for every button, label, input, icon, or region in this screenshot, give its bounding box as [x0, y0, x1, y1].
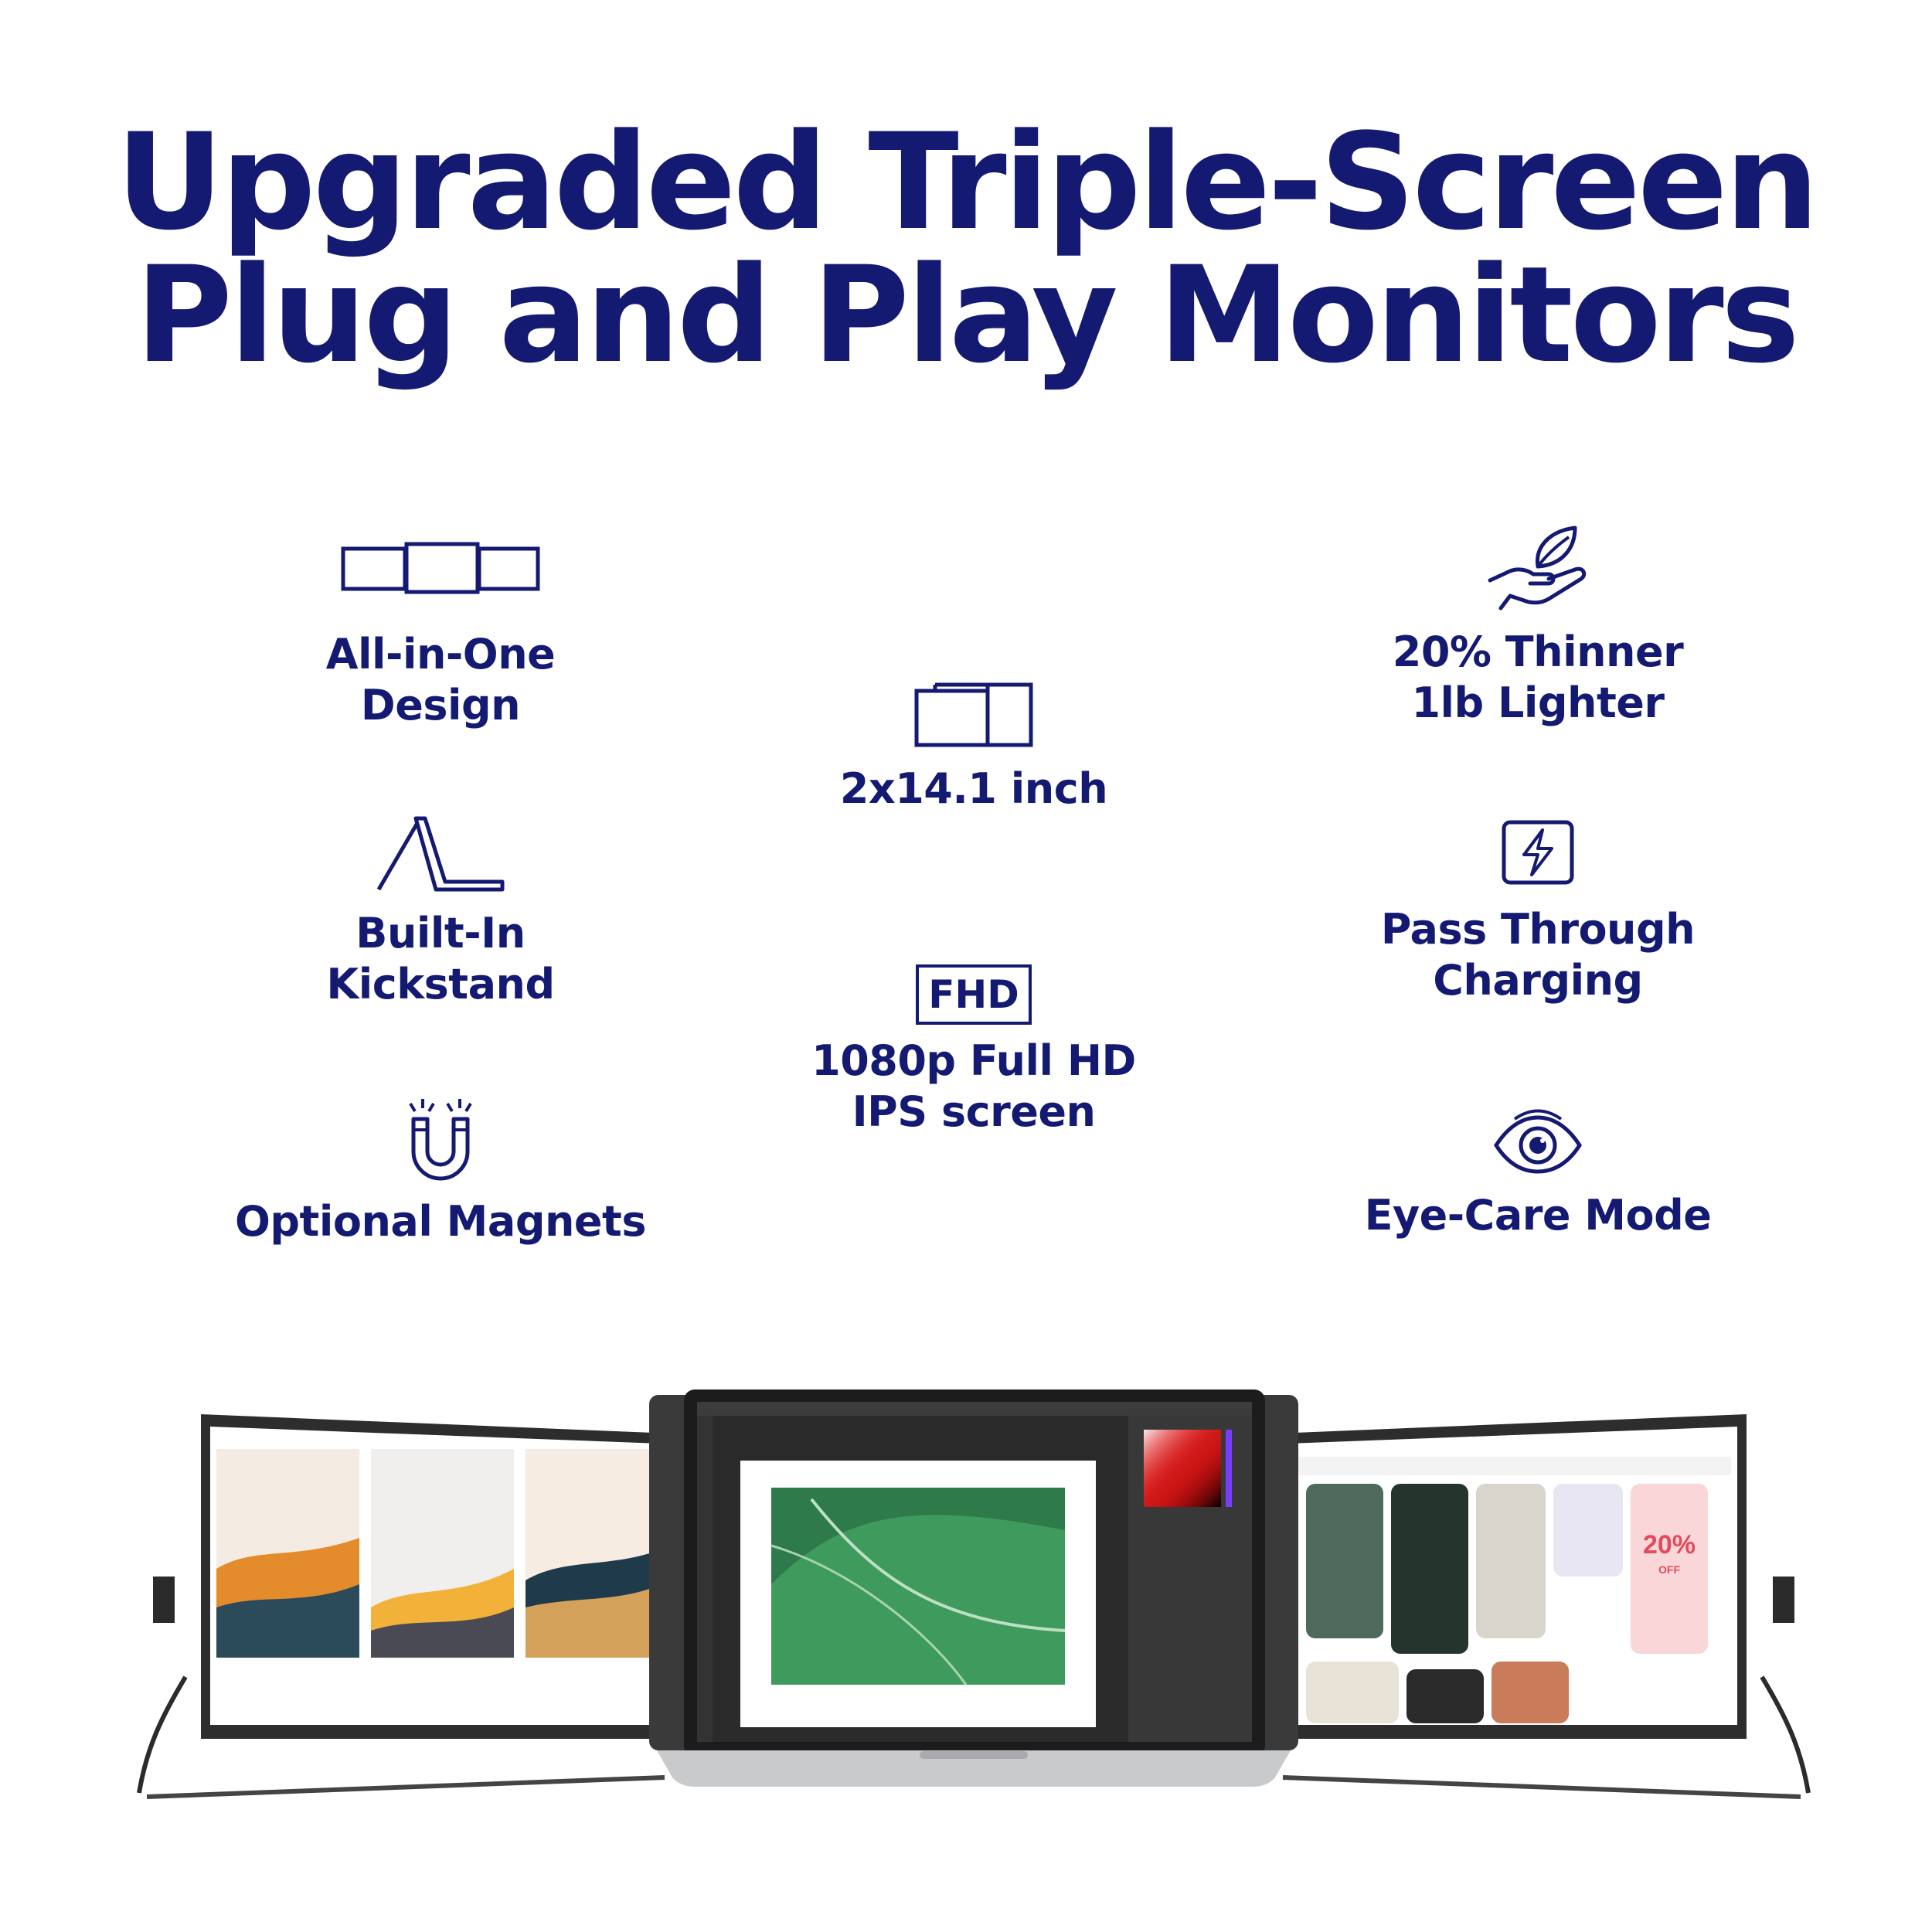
feature-label-line-1: Optional Magnets [234, 1197, 647, 1246]
headline-line-2: Plug and Play Monitors [134, 237, 1800, 393]
feature-label-line-1: 1080p Full HD [811, 1036, 1136, 1085]
feature-label-line-1: 2x14.1 inch [839, 764, 1108, 813]
magnet-icon [409, 1099, 472, 1181]
feature-label-line-2: Charging [1433, 956, 1643, 1005]
feature-label-line-1: 20% Thinner [1392, 628, 1684, 676]
promo-sub-text: OFF [1658, 1563, 1680, 1576]
feature-label-line-1: Pass Through [1380, 905, 1696, 954]
dual-screen-icon [914, 682, 1033, 747]
feature-all-in-one: All-in-One Design [247, 541, 634, 731]
headline: Upgraded Triple-Screen Plug and Play Mon… [0, 116, 1932, 382]
feature-label-line-1: Built-In [355, 909, 526, 957]
feature-fhd: FHD 1080p Full HD IPS screen [742, 964, 1206, 1138]
feature-label-line-2: 1lb Lighter [1411, 679, 1665, 727]
kickstand-icon [376, 816, 505, 892]
feature-kickstand: Built-In Kickstand [247, 815, 634, 1010]
feature-magnets: Optional Magnets [209, 1097, 672, 1247]
feature-thinner: 20% Thinner 1lb Lighter [1329, 522, 1747, 729]
feature-screen-size: 2x14.1 inch [781, 680, 1167, 815]
feature-label-line-2: IPS screen [852, 1087, 1096, 1136]
feature-label-line-2: Design [360, 681, 521, 730]
triple-screen-icon [341, 542, 540, 594]
feature-label-line-2: Kickstand [326, 960, 555, 1009]
fhd-badge: FHD [916, 964, 1032, 1025]
lightning-icon [1502, 820, 1574, 885]
feature-charging: Pass Through Charging [1314, 819, 1762, 1006]
promo-text: 20% [1643, 1530, 1696, 1560]
feature-eye-care: Eye-Care Mode [1329, 1105, 1747, 1241]
feature-label-line-1: All-in-One [325, 630, 556, 679]
leaf-hand-icon [1488, 526, 1587, 611]
headline-line-1: Upgraded Triple-Screen [115, 104, 1819, 260]
feature-label-line-1: Eye-Care Mode [1364, 1191, 1712, 1240]
eye-icon [1494, 1109, 1582, 1174]
product-image: 20% OFF [137, 1389, 1811, 1799]
